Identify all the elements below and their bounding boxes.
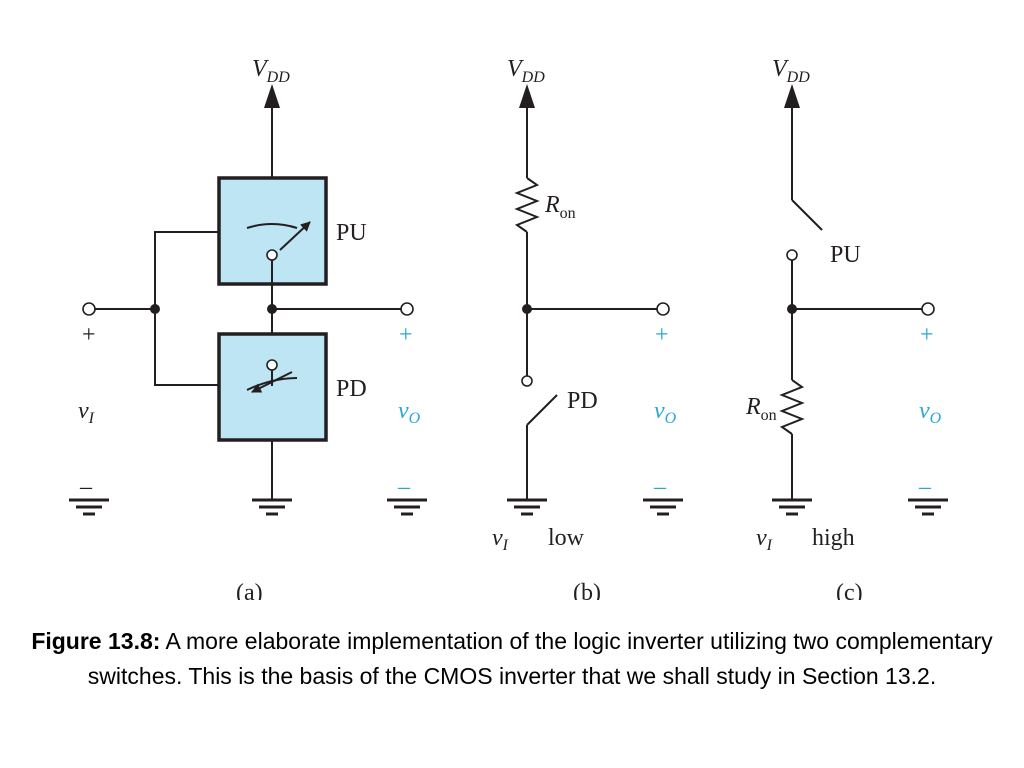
vin-minus-a: –	[79, 474, 93, 500]
input-terminal-a	[82, 302, 96, 316]
panel-c-circuit: VDD PU Ron vI high + vO – (c)	[745, 56, 950, 600]
pd-label-b: PD	[567, 388, 598, 414]
pd-switch-open-b	[526, 394, 558, 426]
ron-label-c: Ron	[745, 394, 777, 424]
panel-a-label: (a)	[236, 580, 263, 600]
output-terminal-c	[921, 302, 935, 316]
output-terminal-a	[400, 302, 414, 316]
pu-switch-arc	[246, 223, 298, 229]
pd-contact-b	[521, 375, 533, 387]
vout-minus-a: –	[397, 474, 411, 500]
ron-resistor-b	[514, 177, 540, 233]
pu-switch-arm	[279, 221, 311, 251]
vin-state-b: low	[548, 525, 585, 551]
vin-label-b: vI	[492, 525, 509, 554]
ron-label-b: Ron	[544, 192, 576, 222]
pd-switch-contact	[266, 359, 278, 371]
vout-plus-c: +	[920, 322, 934, 348]
output-terminal-b	[656, 302, 670, 316]
vdd-label-c: VDD	[772, 56, 810, 86]
figure-caption: Figure 13.8: A more elaborate implementa…	[30, 624, 994, 694]
panel-a-circuit: VDD PU PD + vI – + vO – (a)	[67, 56, 429, 600]
ground-symbol-a	[250, 498, 294, 516]
output-ground-a	[385, 498, 429, 516]
pd-label-a: PD	[336, 376, 367, 402]
pu-switch-open-c	[791, 199, 823, 231]
vout-label-a: vO	[398, 398, 421, 427]
pu-contact-c	[786, 249, 798, 261]
ground-symbol-c	[770, 498, 814, 516]
gate-wire-a	[154, 231, 219, 386]
figure-number: Figure 13.8:	[31, 628, 161, 654]
pu-switch-contact	[266, 249, 278, 261]
pu-label-a: PU	[336, 220, 367, 246]
vin-plus-a: +	[82, 322, 96, 348]
panel-b-label: (b)	[573, 580, 601, 600]
vin-label-a: vI	[78, 398, 95, 427]
caption-text: A more elaborate implementation of the l…	[87, 628, 993, 689]
pd-switch-box	[217, 332, 328, 442]
output-ground-c	[906, 498, 950, 516]
vout-minus-b: –	[653, 474, 667, 500]
vout-plus-a: +	[399, 322, 413, 348]
vdd-label-b: VDD	[507, 56, 545, 86]
vdd-label-a: VDD	[252, 56, 290, 86]
panel-b-circuit: VDD Ron PD vI low + vO – (b)	[492, 56, 685, 600]
vout-label-b: vO	[654, 398, 677, 427]
output-ground-b	[641, 498, 685, 516]
input-ground-a	[67, 498, 111, 516]
vout-label-c: vO	[919, 398, 942, 427]
pd-switch-arm	[251, 371, 293, 393]
vin-label-c: vI	[756, 525, 773, 554]
panel-c-label: (c)	[836, 580, 863, 600]
vout-plus-b: +	[655, 322, 669, 348]
pu-label-c: PU	[830, 242, 861, 268]
ron-resistor-c	[779, 379, 805, 435]
ground-symbol-b	[505, 498, 549, 516]
vout-minus-c: –	[918, 474, 932, 500]
vin-state-c: high	[812, 525, 855, 551]
inverter-diagram: VDD PU PD + vI – + vO – (a)	[67, 56, 950, 600]
